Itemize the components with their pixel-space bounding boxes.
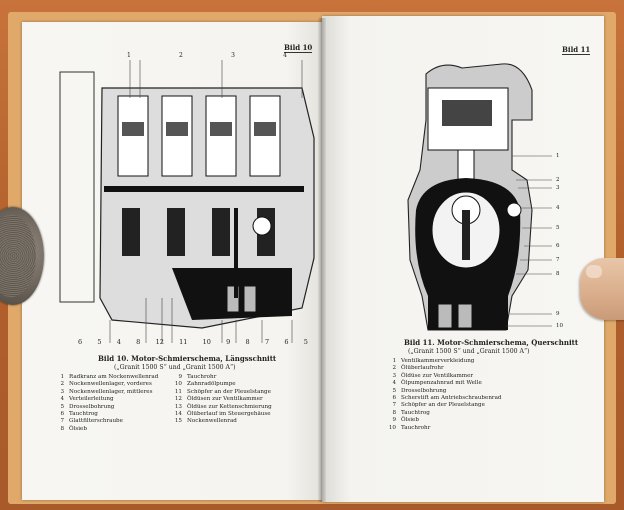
callout-label: 5 [556, 225, 560, 231]
figure-number-left: Bild 10 [284, 43, 313, 53]
callout-label: 4 [283, 52, 287, 59]
callout-label: 9 [226, 338, 231, 346]
figure-caption-left: Bild 10. Motor-Schmierschema, Längsschni… [98, 354, 277, 363]
callout-label: 5 [97, 338, 102, 346]
callout-label: 2 [179, 52, 183, 59]
callout-label: 8 [556, 271, 560, 277]
cross-section-engine-diagram [407, 63, 552, 331]
callout-label: 6 [556, 243, 560, 249]
callout-label: 7 [556, 257, 560, 263]
callout-label: 7 [264, 338, 270, 346]
bottom-callouts-left: 6 5 4 8 12 11 10 9 8 7 6 5 [78, 338, 308, 346]
longitudinal-engine-diagram [59, 60, 315, 343]
callout-label: 10 [202, 338, 211, 346]
book-gutter-shadow [318, 18, 326, 502]
callout-label: 11 [179, 338, 188, 346]
callout-label: 9 [556, 311, 560, 317]
left-page: Bild 10 [22, 22, 322, 500]
thumb-holding-page [580, 258, 624, 320]
callout-label: 5 [303, 338, 308, 346]
callout-label: 4 [556, 205, 560, 211]
top-callouts-left: 1 2 3 4 [127, 52, 287, 59]
callout-label: 8 [136, 338, 141, 346]
callout-label: 12 [155, 338, 164, 346]
callout-label: 4 [116, 338, 121, 346]
figure-caption-right: Bild 11. Motor-Schmierschema, Querschnit… [404, 338, 579, 347]
callout-label: 6 [284, 338, 289, 346]
figure-number-right: Bild 11 [562, 45, 591, 55]
callout-label: 2 [556, 177, 560, 183]
figure-subcaption-right: („Granit 1500 S“ und „Granit 1500 A“) [408, 348, 530, 355]
callout-label: 3 [556, 185, 560, 191]
figure-subcaption-left: („Granit 1500 S“ und „Granit 1500 A“) [114, 364, 236, 371]
right-page: Bild 11 1 2 3 4 [322, 16, 604, 502]
callout-label: 8 [245, 338, 250, 346]
callout-label: 3 [231, 52, 235, 59]
callout-label: 1 [127, 52, 131, 59]
callout-label: 1 [556, 153, 560, 159]
callout-label: 6 [78, 338, 83, 346]
callout-label: 10 [556, 323, 563, 329]
